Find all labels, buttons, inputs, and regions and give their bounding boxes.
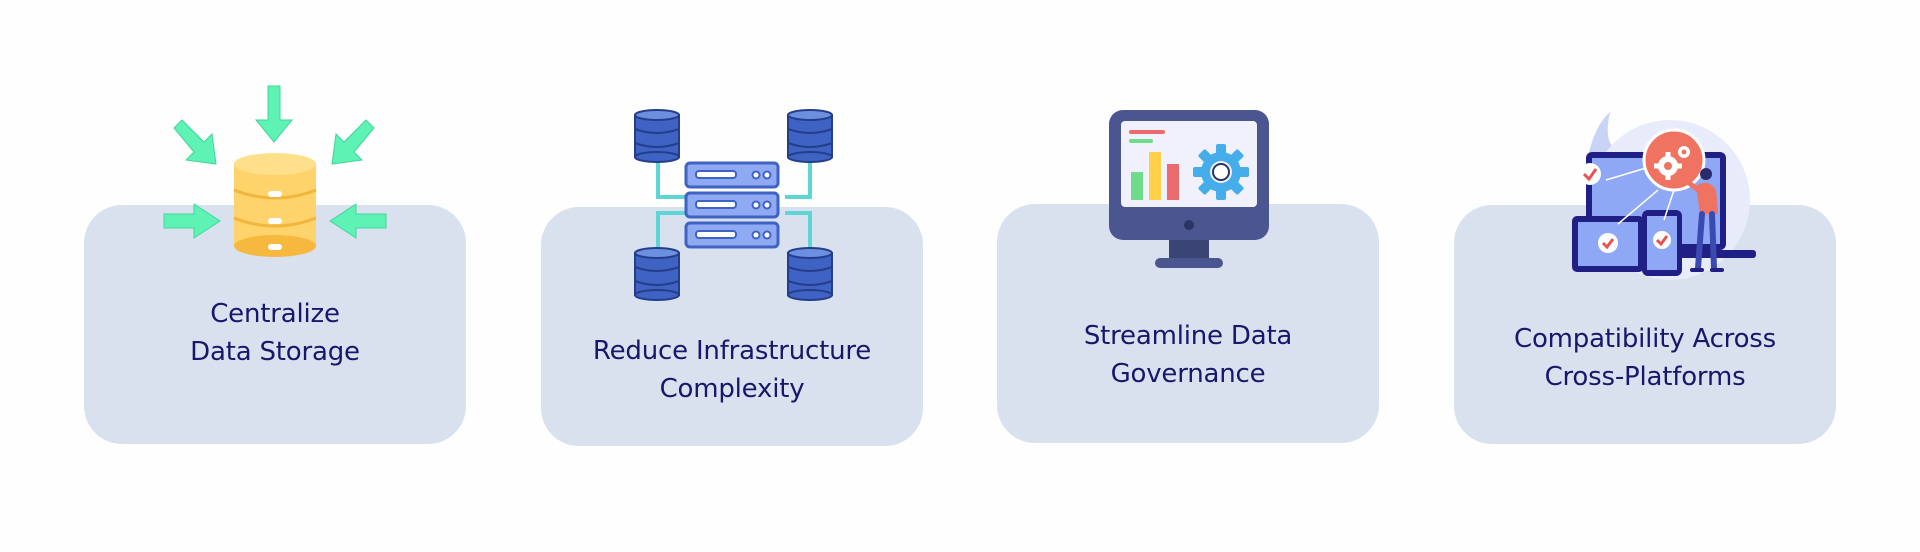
database-arrows-icon <box>163 85 387 257</box>
cross-platform-devices-icon <box>1572 112 1756 280</box>
monitor-dashboard-icon <box>1109 110 1269 268</box>
feature-title: Streamline Data Governance <box>1083 321 1293 389</box>
server-network-icon <box>634 109 833 301</box>
feature-title: Reduce Infrastructure Complexity <box>592 336 872 404</box>
feature-title: Centralize Data Storage <box>190 299 360 367</box>
feature-title: Compatibility Across Cross-Platforms <box>1513 324 1776 392</box>
